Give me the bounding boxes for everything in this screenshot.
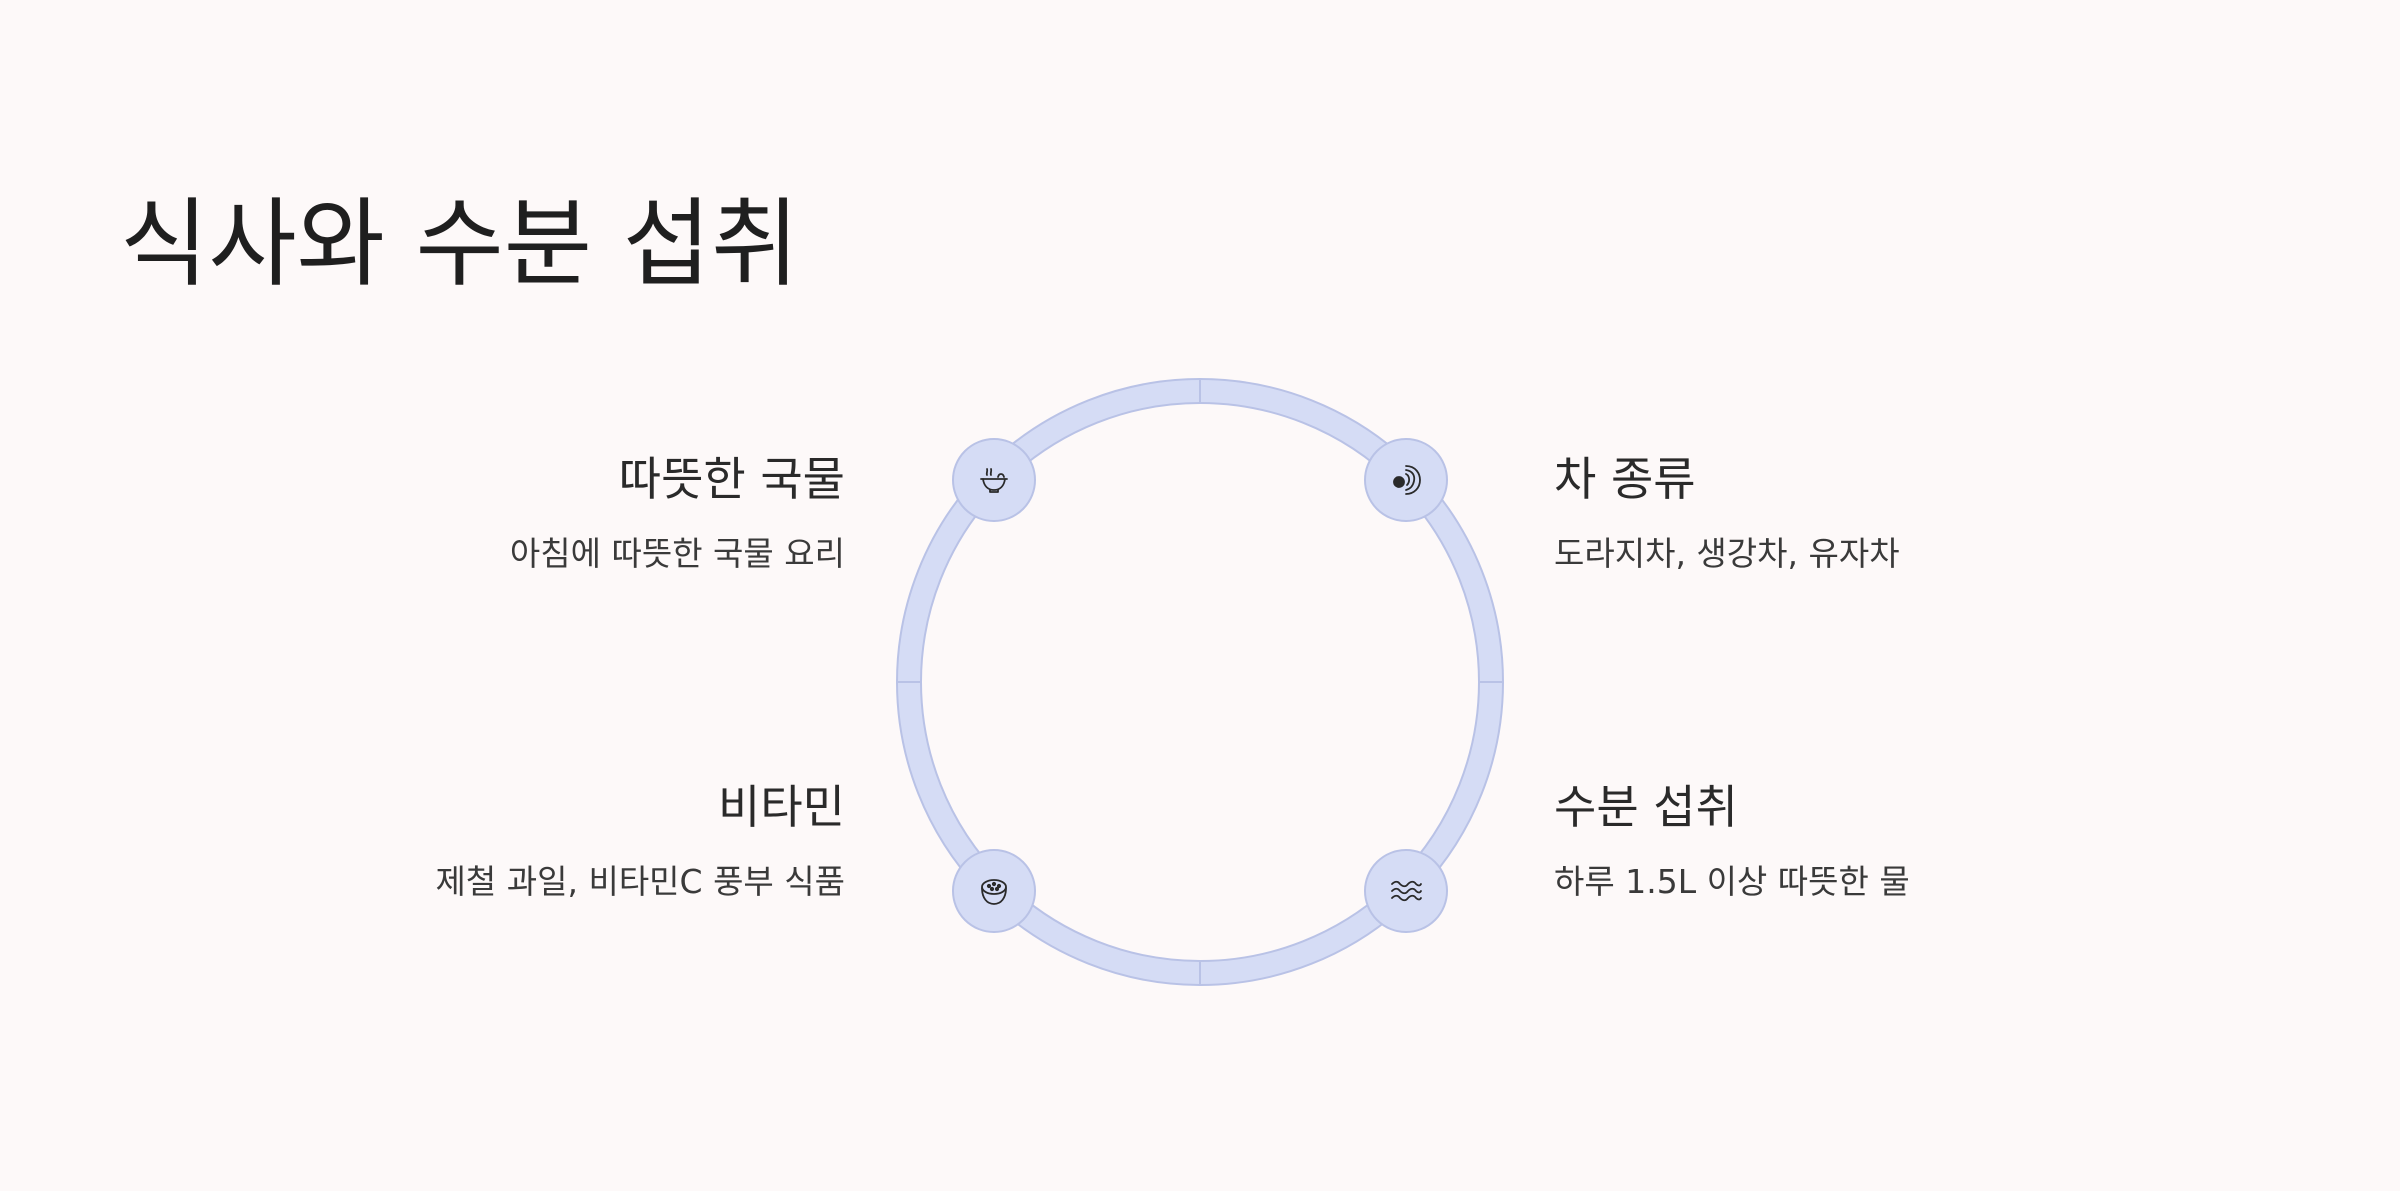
hydration-description: 하루 1.5L 이상 따뜻한 물 [1554, 862, 1910, 901]
hot-soup-node [952, 438, 1036, 522]
vitamin-title: 비타민 [718, 780, 845, 834]
tea-description: 도라지차, 생강차, 유자차 [1554, 534, 1900, 573]
vitamin-description: 제철 과일, 비타민C 풍부 식품 [435, 862, 845, 901]
tea-leaf-icon [1393, 465, 1421, 495]
hydration-node [1364, 849, 1448, 933]
hot-soup-description: 아침에 따뜻한 국물 요리 [509, 534, 845, 573]
hydration-title: 수분 섭취 [1554, 780, 1738, 834]
hot-soup-title: 따뜻한 국물 [618, 452, 845, 506]
fruit-bowl-icon [981, 879, 1007, 905]
vitamin-node [952, 849, 1036, 933]
tea-node [1364, 438, 1448, 522]
soup-bowl-icon [980, 468, 1008, 493]
tea-title: 차 종류 [1554, 452, 1696, 506]
slide-title: 식사와 수분 섭취 [120, 188, 800, 300]
water-waves-icon [1391, 880, 1422, 902]
